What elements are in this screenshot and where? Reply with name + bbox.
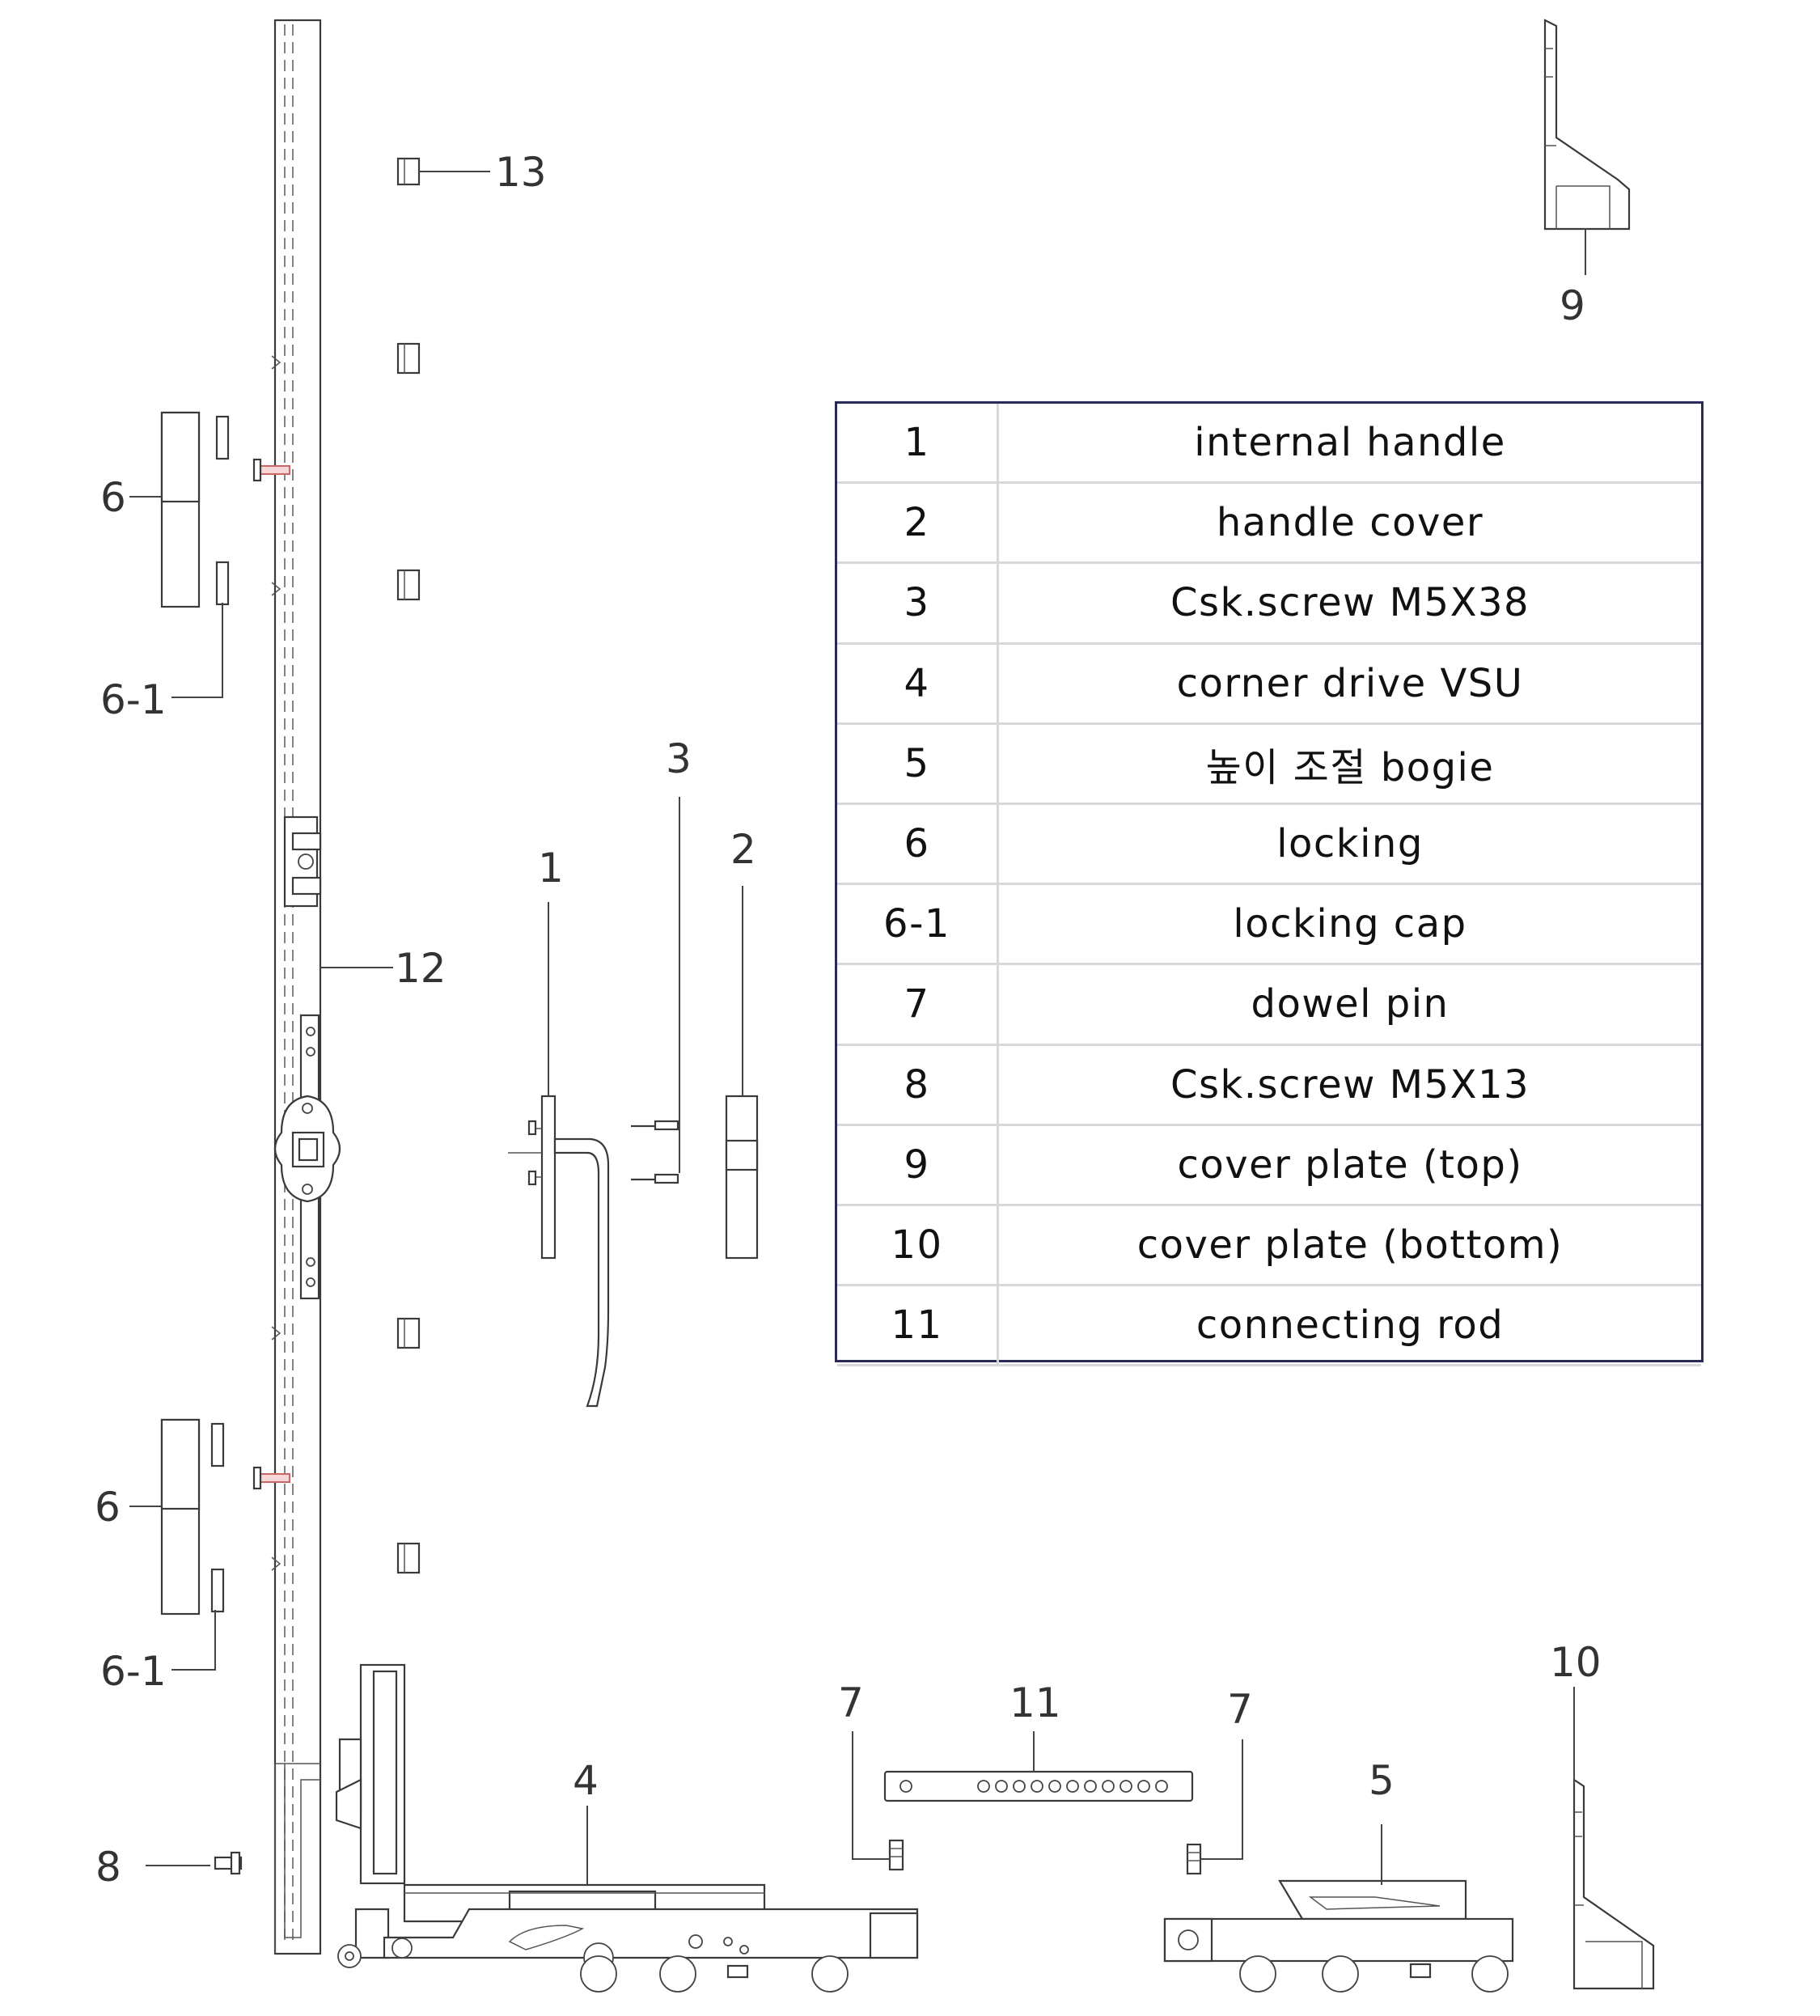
callout-11: 11	[1009, 1679, 1061, 1726]
callout-9: 9	[1560, 282, 1585, 329]
part-3-screws	[631, 1120, 679, 1184]
legend-part-number: 6	[837, 803, 999, 886]
legend-part-number: 3	[837, 562, 999, 645]
part-5-bogie	[1163, 1879, 1514, 1993]
callout-labels: 13 9 6 6-1 3 2 1 12 6 6-1 10 7 11 7 4 5 …	[95, 149, 1602, 1891]
legend-part-name: handle cover	[997, 482, 1701, 565]
callout-4: 4	[573, 1757, 599, 1804]
screw-marker-upper	[252, 458, 290, 482]
callout-1: 1	[538, 845, 564, 892]
legend-part-name: locking	[997, 803, 1701, 886]
callout-7-right: 7	[1227, 1686, 1253, 1733]
callout-6-1-lower: 6-1	[100, 1648, 167, 1695]
legend-part-number: 10	[837, 1205, 999, 1287]
callout-5: 5	[1369, 1757, 1395, 1804]
leader-lines	[129, 171, 1586, 1885]
callout-8: 8	[95, 1844, 121, 1891]
screw-marker-lower	[252, 1466, 290, 1490]
part-6-locking-upper	[160, 411, 230, 608]
legend-part-name: 높이 조절 bogie	[997, 723, 1701, 805]
legend-part-name: internal handle	[997, 404, 1701, 485]
legend-part-number: 11	[837, 1285, 999, 1367]
legend-part-name: cover plate (top)	[997, 1124, 1701, 1206]
callout-6-1-upper: 6-1	[100, 676, 167, 723]
part-7-dowel-pin-left	[888, 1839, 904, 1871]
callout-2: 2	[730, 826, 756, 873]
legend-part-number: 9	[837, 1124, 999, 1206]
callout-12: 12	[395, 945, 447, 992]
part-9-cover-plate-top	[1543, 19, 1631, 231]
part-11-connecting-rod	[883, 1770, 1194, 1802]
part-7-dowel-pin-right	[1186, 1843, 1202, 1875]
callout-10: 10	[1550, 1639, 1602, 1686]
part-6-locking-lower	[160, 1418, 225, 1616]
legend-part-number: 6-1	[837, 883, 999, 966]
callout-7-left: 7	[838, 1679, 864, 1726]
part-1-internal-handle	[508, 1095, 610, 1408]
legend-part-number: 5	[837, 723, 999, 805]
legend-part-name: corner drive VSU	[997, 643, 1701, 725]
part-13-guide-blocks	[396, 157, 421, 1574]
legend-part-name: Csk.screw M5X13	[997, 1044, 1701, 1126]
callout-6-lower: 6	[95, 1484, 121, 1531]
legend-part-name: Csk.screw M5X38	[997, 562, 1701, 645]
legend-part-name: locking cap	[997, 883, 1701, 966]
callout-13: 13	[495, 149, 547, 196]
part-10-cover-plate-bottom	[1572, 1777, 1655, 1990]
legend-part-number: 2	[837, 482, 999, 565]
legend-part-number: 7	[837, 964, 999, 1046]
legend-part-name: connecting rod	[997, 1285, 1701, 1367]
legend-part-number: 4	[837, 643, 999, 725]
callout-3: 3	[666, 735, 692, 782]
legend-part-number: 1	[837, 404, 999, 485]
legend-part-name: cover plate (bottom)	[997, 1205, 1701, 1287]
legend-part-number: 8	[837, 1044, 999, 1126]
part-8-screw	[214, 1851, 243, 1875]
part-2-handle-cover	[725, 1095, 759, 1260]
legend-part-name: dowel pin	[997, 964, 1701, 1046]
part-12-vertical-rod	[252, 19, 341, 1955]
callout-6-upper: 6	[100, 474, 126, 521]
part-4-corner-drive	[335, 1663, 919, 1993]
